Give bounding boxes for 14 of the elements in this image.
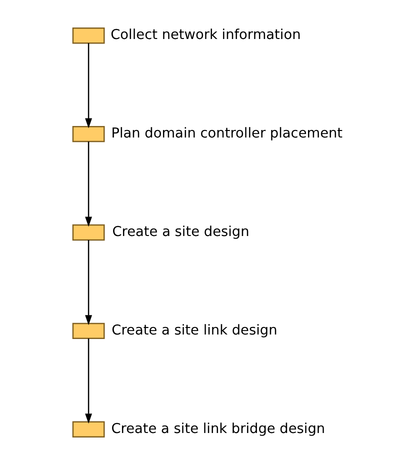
node-box [72,28,104,44]
arrow [84,338,92,424]
arrow [84,240,92,326]
arrow [84,43,92,128]
node-label: Create a site link bridge design [110,420,325,437]
node-label: Plan domain controller placement [110,126,342,142]
node-box [72,322,104,340]
node-box [72,421,104,438]
node-label: Collect network information [110,27,300,44]
node-label: Create a site link design [111,322,277,338]
node-box [72,224,104,241]
arrow [84,142,92,227]
node-label: Create a site design [112,224,249,240]
node-box [72,126,104,142]
